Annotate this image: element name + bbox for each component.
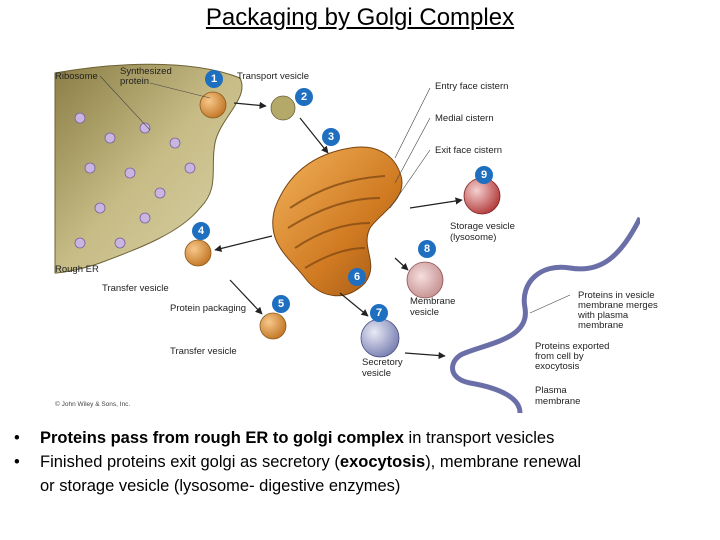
bullet-2-bold: exocytosis xyxy=(339,453,426,471)
bullet-1-bold: Proteins pass from rough ER to golgi com… xyxy=(40,429,404,447)
golgi-complex xyxy=(272,146,403,297)
bullet-list: • Proteins pass from rough ER to golgi c… xyxy=(12,426,712,498)
bullet-item-1: • Proteins pass from rough ER to golgi c… xyxy=(12,426,712,450)
membrane-vesicle xyxy=(406,261,444,299)
step-badge-3: 3 xyxy=(322,128,340,146)
step-badge-6: 6 xyxy=(348,268,366,286)
transfer-vesicle-a xyxy=(184,239,212,267)
label-plasma-1: Plasma xyxy=(535,385,567,396)
label-secretory-2: vesicle xyxy=(362,368,392,379)
label-merge-2: membrane merges xyxy=(578,300,658,311)
label-medial: Medial cistern xyxy=(435,113,494,124)
label-exported-3: exocytosis xyxy=(535,361,580,372)
label-membrane-vesicle-1: Membrane xyxy=(410,296,456,307)
rough-er xyxy=(54,63,243,274)
label-plasma-2: membrane xyxy=(535,396,581,407)
label-transport-vesicle: Transport vesicle xyxy=(237,71,309,82)
bullet-2-part-c: or storage vesicle (lysosome- digestive … xyxy=(40,477,401,495)
label-transfer-vesicle-b: Transfer vesicle xyxy=(170,346,237,357)
vesicle-step1 xyxy=(199,91,227,119)
label-transfer-vesicle-a: Transfer vesicle xyxy=(102,283,169,294)
label-exit-face: Exit face cistern xyxy=(435,145,503,156)
label-synthesized-1: Synthesized xyxy=(120,66,172,77)
bullet-marker: • xyxy=(14,429,20,447)
label-storage-vesicle-1: Storage vesicle xyxy=(450,221,515,232)
label-exported-2: from cell by xyxy=(535,351,584,362)
label-merge-3: with plasma xyxy=(578,310,629,321)
slide-title: Packaging by Golgi Complex xyxy=(205,4,515,31)
bullet-2-part-b: ), membrane renewal xyxy=(425,453,582,471)
bullet-text-2: Finished proteins exit golgi as secretor… xyxy=(40,450,712,498)
label-exported-1: Proteins exported xyxy=(535,341,610,352)
label-protein-packaging: Protein packaging xyxy=(170,303,247,314)
step-badge-9: 9 xyxy=(475,166,493,184)
copyright-notice: © John Wiley & Sons, Inc. xyxy=(55,401,131,408)
label-ribosome: Ribosome xyxy=(55,71,98,82)
step-badge-1: 1 xyxy=(205,70,223,88)
step-badge-2: 2 xyxy=(295,88,313,106)
step-badge-7: 7 xyxy=(370,304,388,322)
label-entry-face: Entry face cistern xyxy=(435,81,509,92)
step-badge-5: 5 xyxy=(272,295,290,313)
bullet-item-2: • Finished proteins exit golgi as secret… xyxy=(12,450,712,498)
label-merge-4: membrane xyxy=(578,320,624,331)
secretory-vesicle xyxy=(360,318,400,358)
step-badge-8: 8 xyxy=(418,240,436,258)
golgi-diagram: Ribosome Synthesized protein Transport v… xyxy=(50,58,658,418)
vesicle-step2 xyxy=(270,95,296,121)
label-secretory-1: Secretory xyxy=(362,357,403,368)
label-synthesized-2: protein xyxy=(120,76,150,87)
label-merge-1: Proteins in vesicle xyxy=(578,290,655,301)
bullet-text-1: Proteins pass from rough ER to golgi com… xyxy=(40,426,712,450)
plasma-membrane xyxy=(450,216,640,414)
bullet-2-part-a: Finished proteins exit golgi as secretor… xyxy=(40,453,340,471)
transfer-vesicle-b xyxy=(259,312,287,340)
label-membrane-vesicle-2: vesicle xyxy=(410,307,440,318)
label-storage-vesicle-2: (lysosome) xyxy=(450,232,497,243)
step-badge-4: 4 xyxy=(192,222,210,240)
bullet-marker: • xyxy=(14,453,20,471)
bullet-1-rest: in transport vesicles xyxy=(403,429,555,447)
label-rough-er: Rough ER xyxy=(55,264,99,275)
diagram-illustration xyxy=(54,63,640,414)
